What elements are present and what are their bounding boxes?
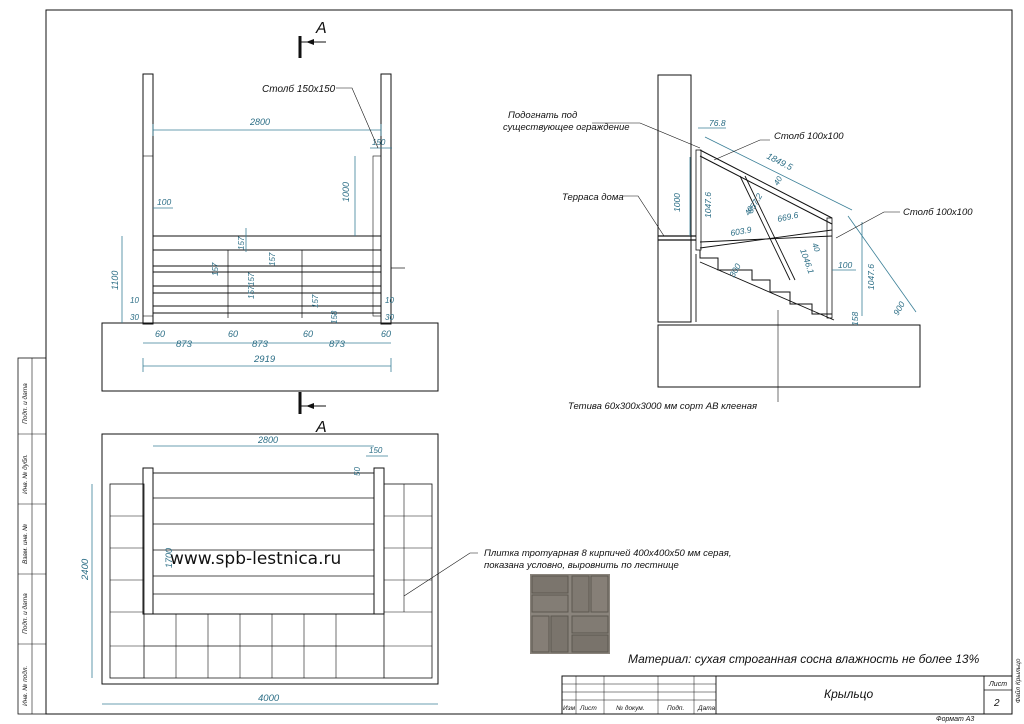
- dim-873-1: 873: [176, 339, 193, 350]
- dim-1047-6-a: 1047.6: [703, 192, 713, 218]
- material-note: Материал: сухая строганная сосна влажнос…: [628, 652, 980, 666]
- dim-100-side: 100: [838, 260, 852, 270]
- dim-60-3: 60: [303, 329, 313, 339]
- plan-dim-2400: 2400: [80, 558, 91, 581]
- plan-dim-4000: 4000: [258, 693, 280, 704]
- sheet-number: 2: [993, 698, 1000, 709]
- dim-30-right: 30: [385, 313, 394, 322]
- tb-col-doc: № докум.: [616, 704, 645, 712]
- margin-label-1: Подп. и дата: [21, 383, 29, 424]
- dim-603-9: 603.9: [730, 224, 753, 238]
- dim-30-left: 30: [130, 313, 139, 322]
- dim-873-3: 873: [329, 339, 346, 350]
- plan-dim-2800: 2800: [257, 435, 278, 445]
- tb-col-date: Дата: [697, 705, 716, 712]
- fit-note-line1: Подогнать под: [508, 110, 577, 121]
- tb-col-izm: Изм: [563, 705, 576, 712]
- section-marker-bottom: А: [315, 419, 327, 436]
- drawing-title: Крыльцо: [824, 687, 874, 701]
- plan-dim-1700: 1700: [164, 548, 174, 568]
- fit-note-line2: существующее ограждение: [503, 122, 630, 133]
- stringer-label: Тетива 60х300х3000 мм сорт АВ клееная: [568, 401, 757, 412]
- dim-150-front: 150: [372, 138, 386, 147]
- dim-900: 900: [891, 299, 907, 317]
- section-marker-top: А: [315, 20, 327, 37]
- dim-60-2: 60: [228, 329, 238, 339]
- side-view: 76.8 1849.5 40 1000 1047.6 857.2 40 669.…: [503, 74, 973, 412]
- tb-col-list: Лист: [579, 705, 597, 712]
- dim-40-c: 40: [810, 242, 822, 254]
- dim-2800: 2800: [249, 117, 270, 127]
- post-150-label: Столб 150х150: [262, 83, 336, 95]
- dim-669-6: 669.6: [776, 210, 799, 224]
- dim-1000-side: 1000: [672, 193, 682, 212]
- plan-view: 2800 150 50 1700 2400 4000 www.spb-lestn…: [80, 433, 731, 705]
- margin-label-5: Инв. № подл.: [21, 665, 29, 706]
- post-100-label-top: Столб 100х100: [774, 131, 844, 142]
- dim-300: 300: [727, 261, 743, 279]
- dim-76-8: 76.8: [709, 118, 726, 128]
- dim-157-6: 157: [311, 294, 320, 308]
- tb-col-sign: Подп.: [667, 704, 684, 712]
- dim-60-1: 60: [155, 329, 165, 339]
- dim-1100: 1100: [110, 271, 120, 290]
- dim-60-4: 60: [381, 329, 391, 339]
- plan-dim-50: 50: [353, 467, 362, 476]
- dim-40-a: 40: [772, 174, 785, 187]
- terrace-label: Терраса дома: [562, 192, 624, 203]
- tile-note-line2: показана условно, выровнить по лестнице: [484, 560, 679, 571]
- dim-873-2: 873: [252, 339, 269, 350]
- sheet-label: Лист: [988, 681, 1007, 688]
- dim-2919: 2919: [253, 354, 276, 365]
- dim-157-4: 157: [247, 272, 256, 286]
- dim-1000-front: 1000: [341, 182, 351, 202]
- margin-label-2: Инв. № дубл.: [21, 454, 29, 494]
- dim-157-3: 157: [268, 252, 277, 266]
- dim-100-front: 100: [157, 197, 171, 207]
- watermark-url: www.spb-lestnica.ru: [170, 549, 341, 569]
- dim-1047-6-b: 1047.6: [866, 264, 876, 290]
- front-view: А 2800 150 1000 100 1100 157 157: [101, 20, 439, 436]
- file-label: Файл Крыльцо: [1014, 658, 1022, 703]
- margin-label-4: Подп. и дата: [21, 593, 29, 634]
- dim-10-right: 10: [385, 296, 394, 305]
- format-label: Формат А3: [936, 716, 974, 723]
- dim-10-left: 10: [130, 296, 139, 305]
- dim-157-5: 157: [247, 285, 256, 299]
- tile-note-line1: Плитка тротуарная 8 кирпичей 400х400х50 …: [484, 548, 731, 559]
- dim-157-2: 157: [211, 262, 220, 276]
- dim-158-side: 158: [850, 312, 860, 326]
- side-stamp-strip: Подп. и дата Инв. № дубл. Взам. инв. № П…: [17, 357, 47, 715]
- plan-dim-150: 150: [369, 446, 383, 455]
- dim-157-1: 157: [237, 236, 246, 250]
- post-100-label-right: Столб 100х100: [903, 207, 973, 218]
- dim-158-front: 158: [330, 310, 339, 324]
- margin-label-3: Взам. инв. №: [22, 524, 29, 564]
- title-block: Изм Лист № докум. Подп. Дата Крыльцо Лис…: [561, 658, 1022, 723]
- paving-tile-sample: [530, 574, 610, 654]
